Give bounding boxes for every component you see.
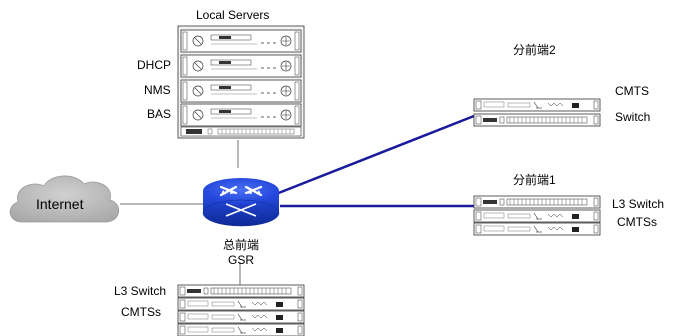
sub2-equipment: [473, 98, 601, 127]
link-core-sub2: [275, 114, 475, 196]
bottom-l3switch-label: L3 Switch: [114, 284, 167, 298]
internet-label: Internet: [36, 196, 84, 212]
local-servers-rack: [177, 25, 305, 139]
bottom-cmtss-label: CMTSs: [121, 305, 161, 319]
bas-label: BAS: [147, 107, 172, 121]
sub1-cmtss-label: CMTSs: [617, 215, 657, 229]
sub2-switch-label: Switch: [615, 110, 651, 124]
sub1-title: 分前端1: [513, 173, 556, 187]
local-servers-title: Local Servers: [196, 8, 270, 22]
core-label-cn: 总前端: [222, 238, 259, 252]
core-label-en: GSR: [227, 253, 254, 267]
sub2-cmts-label: CMTS: [615, 84, 649, 98]
sub1-equipment: [473, 195, 601, 236]
dhcp-label: DHCP: [137, 58, 172, 72]
bottom-equipment: [177, 284, 305, 336]
sub2-title: 分前端2: [513, 43, 556, 57]
nms-label: NMS: [144, 83, 171, 97]
gsr-router-icon: [202, 178, 280, 227]
sub1-l3switch-label: L3 Switch: [612, 197, 665, 211]
internet-cloud: [9, 175, 119, 223]
